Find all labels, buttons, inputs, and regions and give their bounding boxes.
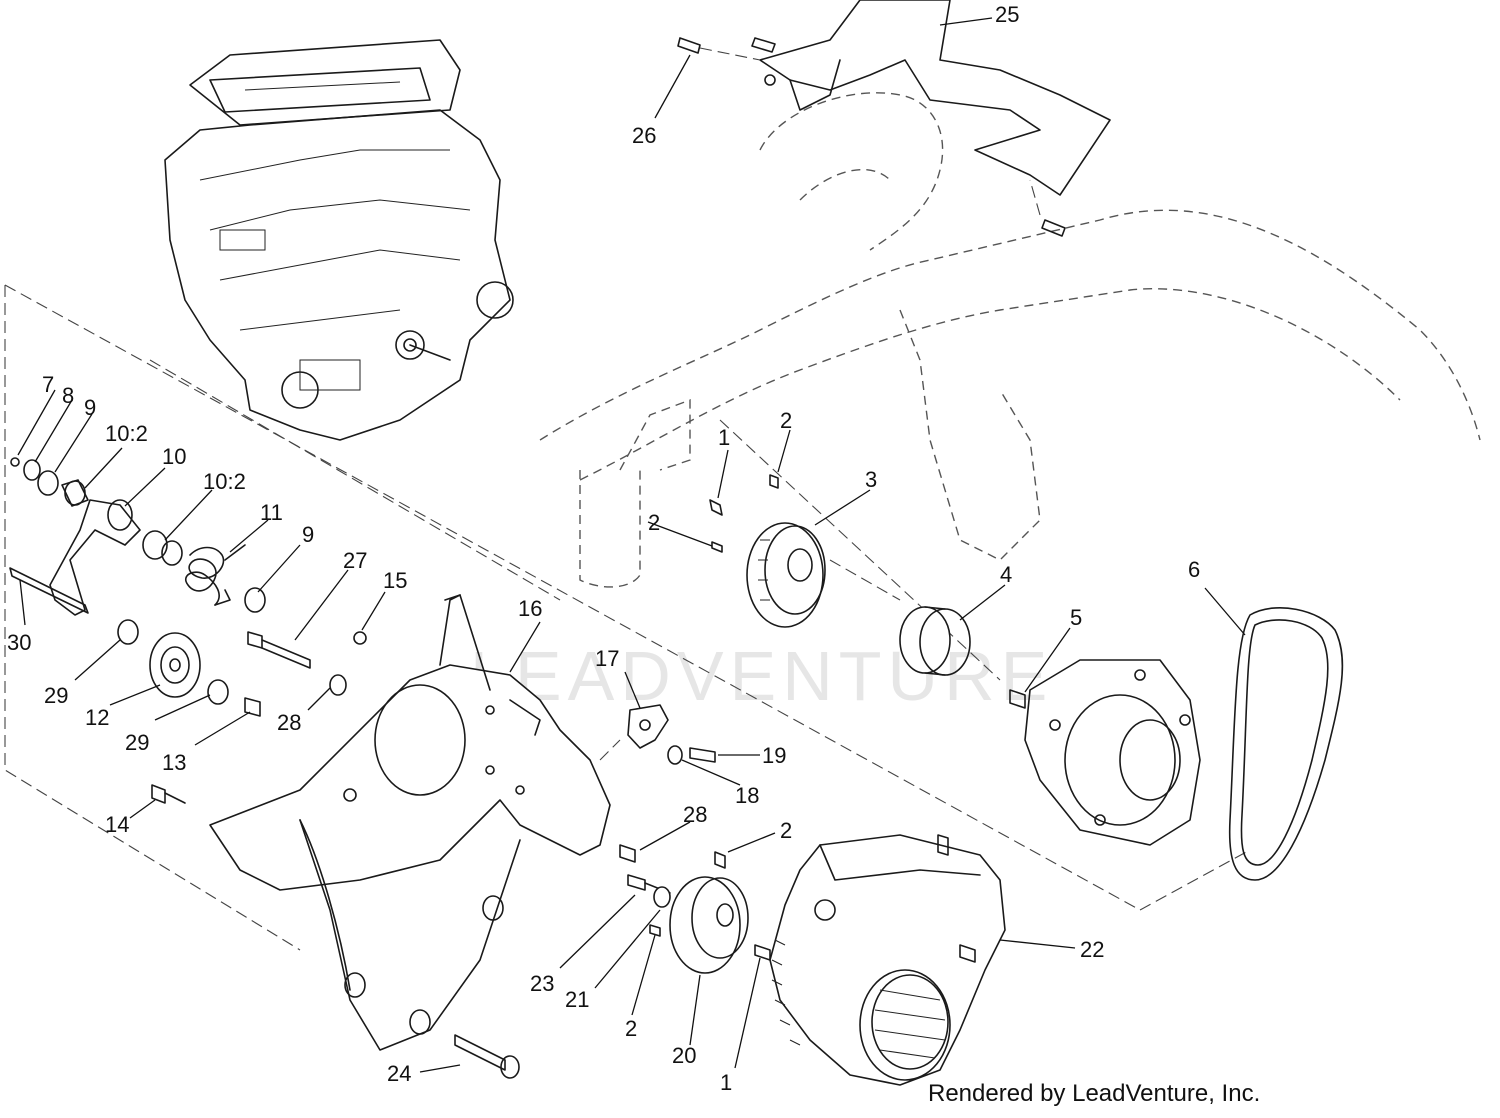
callout-10-2: 10:2	[203, 469, 246, 494]
bolt-24	[454, 1034, 520, 1079]
callout-24: 24	[387, 1061, 411, 1086]
callout-12: 12	[85, 705, 109, 730]
callout-14: 14	[105, 812, 129, 837]
callout-2: 2	[780, 408, 792, 433]
engine	[164, 39, 514, 441]
callout-28: 28	[277, 710, 301, 735]
pulley-20	[627, 851, 771, 974]
idler-arm-assembly	[9, 457, 367, 804]
callout-9: 9	[84, 395, 96, 420]
belt-6	[1228, 607, 1344, 881]
render-credit: Rendered by LeadVenture, Inc.	[928, 1080, 1261, 1107]
callout-21: 21	[565, 987, 589, 1012]
callout-30: 30	[7, 630, 31, 655]
mounting-plate-16	[209, 594, 611, 1051]
callout-28: 28	[683, 802, 707, 827]
callout-1: 1	[720, 1070, 732, 1095]
callout-18: 18	[735, 783, 759, 808]
pulley-3	[709, 474, 901, 628]
callout-29: 29	[44, 683, 68, 708]
callout-29: 29	[125, 730, 149, 755]
callout-1: 1	[718, 425, 730, 450]
callout-20: 20	[672, 1043, 696, 1068]
callout-5: 5	[1070, 605, 1082, 630]
callout-4: 4	[1000, 562, 1012, 587]
assembly-boundary	[4, 284, 1251, 951]
callout-23: 23	[530, 971, 554, 996]
callout-13: 13	[162, 750, 186, 775]
callout-2: 2	[648, 510, 660, 535]
callout-16: 16	[518, 596, 542, 621]
callout-25: 25	[995, 2, 1019, 27]
callout-22: 22	[1080, 937, 1104, 962]
tensioner-17	[599, 704, 716, 863]
watermark-text: LEADVENTURE	[470, 637, 1053, 715]
bearing-4	[899, 606, 1026, 709]
callout-3: 3	[865, 467, 877, 492]
callout-15: 15	[383, 568, 407, 593]
bracket-25	[677, 0, 1111, 237]
callout-19: 19	[762, 743, 786, 768]
callout-27: 27	[343, 548, 367, 573]
callout-8: 8	[62, 383, 74, 408]
callout-2: 2	[780, 818, 792, 843]
callout-9: 9	[302, 522, 314, 547]
leader-lines	[17, 17, 1246, 1073]
callout-26: 26	[632, 123, 656, 148]
callout-10-2: 10:2	[105, 421, 148, 446]
frame-phantom	[539, 92, 1481, 588]
callout-10: 10	[162, 444, 186, 469]
callout-11: 11	[260, 500, 283, 525]
callout-6: 6	[1188, 557, 1200, 582]
callout-17: 17	[595, 646, 619, 671]
housing-22	[769, 834, 1006, 1086]
callout-labels: 7 8 9 10:2 10 10:2 11 9 27 15 16 30 29 1…	[7, 2, 1200, 1095]
callout-7: 7	[42, 372, 54, 397]
callout-2: 2	[625, 1016, 637, 1041]
gearbox-flange	[1024, 659, 1201, 846]
